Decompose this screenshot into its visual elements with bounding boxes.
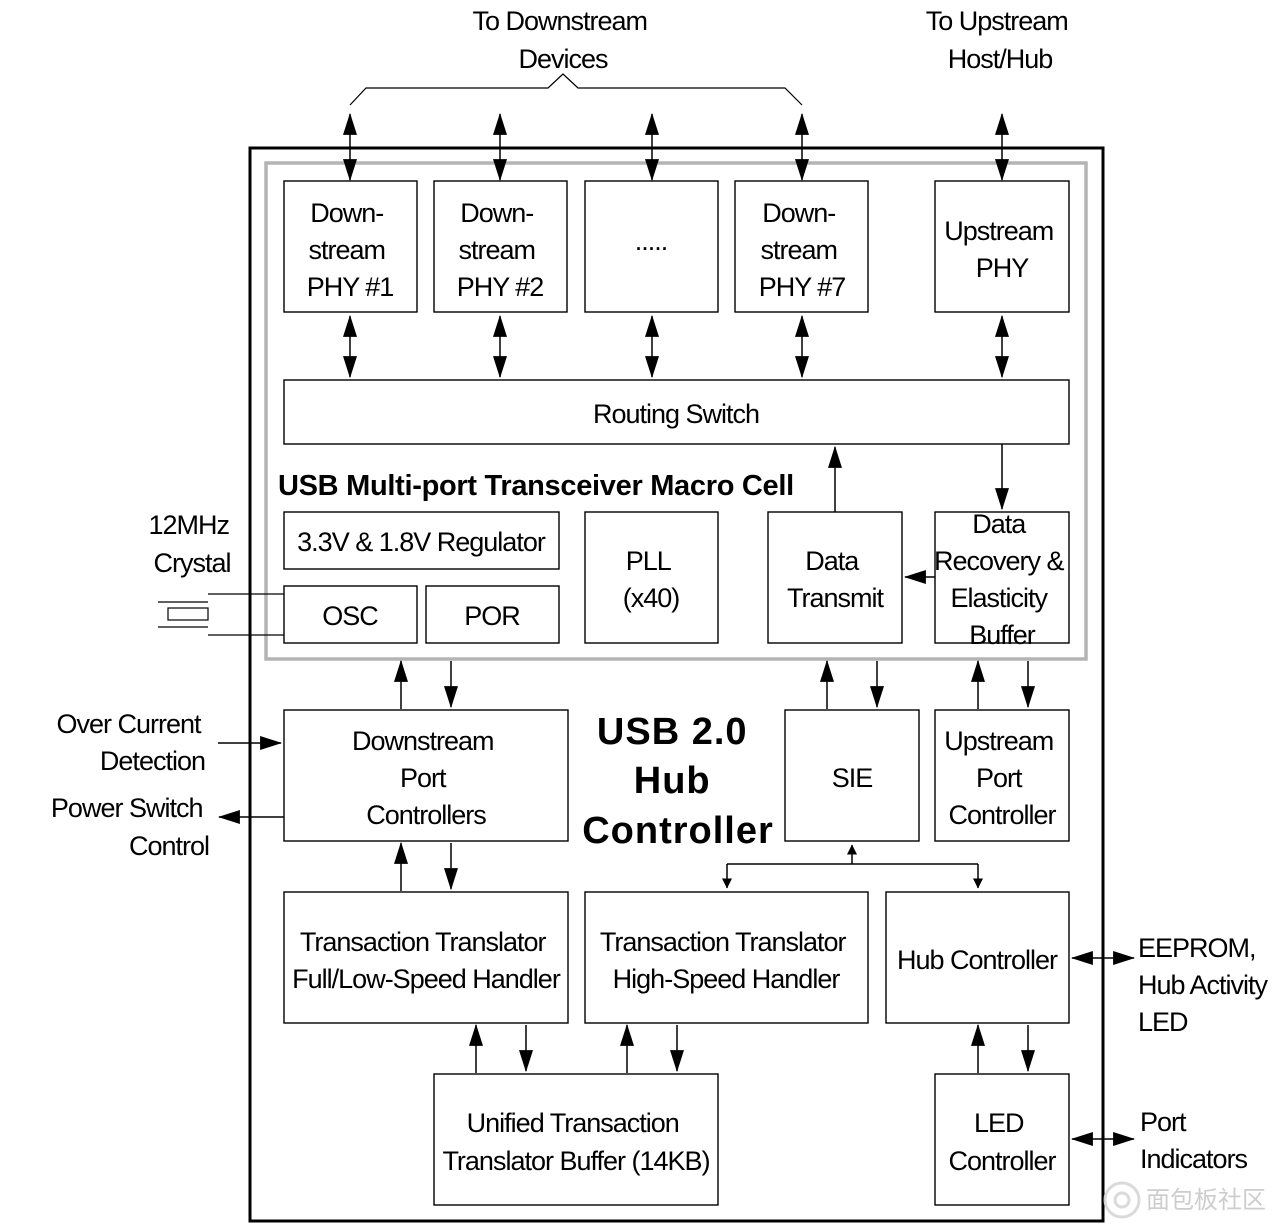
- svg-text:OSC: OSC: [322, 601, 378, 631]
- regulator-block: 3.3V & 1.8V Regulator: [283, 511, 560, 570]
- pll-block: PLL (x40): [584, 511, 719, 644]
- downstream-phy-7: Down- stream PHY #7: [734, 180, 869, 313]
- to-downstream-label: To Downstream Devices: [472, 6, 653, 74]
- watermark: 面包板社区: [1103, 1181, 1266, 1219]
- svg-text:SIE: SIE: [832, 763, 873, 793]
- downstream-port-controllers: Downstream Port Controllers: [283, 709, 569, 842]
- hub-chip-outline: [248, 146, 1105, 1223]
- upstream-phy: Upstream PHY: [934, 180, 1070, 313]
- macro-cell-outline: [264, 161, 1088, 661]
- svg-text:Upstream PHY: Upstream PHY: [944, 216, 1060, 283]
- eeprom-label: EEPROM, Hub Activity LED: [1138, 933, 1274, 1037]
- svg-text:Down- stream PHY #: Down- stream PHY #1: [307, 198, 394, 302]
- crystal-label: 12MHz Crystal: [148, 510, 235, 578]
- svg-text:Down- stream PHY #: Down- stream PHY #2: [457, 198, 544, 302]
- downstream-phy-ellipsis: .....: [584, 180, 719, 313]
- led-controller-block: LED Controller: [934, 1073, 1070, 1206]
- upstream-port-controller: Upstream Port Controller: [934, 709, 1070, 842]
- svg-text:Hub Controller: Hub Controller: [897, 945, 1058, 975]
- svg-text:Transaction Translator F: Transaction Translator Full/Low-Speed Ha…: [292, 927, 561, 994]
- hub-title: USB 2.0 Hub Controller: [582, 711, 774, 852]
- data-transmit-block: Data Transmit: [767, 511, 903, 644]
- svg-text:PLL (x40): PLL (x40): [623, 546, 680, 613]
- svg-text:Unified Transaction Tran: Unified Transaction Translator Buffer (1…: [442, 1108, 709, 1176]
- crystal-symbol: [158, 593, 284, 636]
- svg-text:.....: .....: [635, 226, 668, 256]
- svg-text:Transaction Translator H: Transaction Translator High-Speed Handle…: [600, 927, 852, 994]
- macro-cell-title: USB Multi-port Transceiver Macro Cell: [278, 470, 794, 502]
- svg-text:Downstream Port Co: Downstream Port Controllers: [352, 726, 500, 830]
- downstream-brace: [349, 73, 803, 106]
- tt-full-low-speed-handler: Transaction Translator Full/Low-Speed Ha…: [283, 891, 569, 1024]
- routing-switch: Routing Switch: [283, 379, 1070, 445]
- unified-tt-buffer: Unified Transaction Translator Buffer (1…: [433, 1073, 719, 1206]
- svg-text:面包板社区: 面包板社区: [1146, 1186, 1266, 1214]
- tt-high-speed-handler: Transaction Translator High-Speed Handle…: [584, 891, 869, 1024]
- svg-text:LED Controller: LED Controller: [948, 1108, 1056, 1176]
- svg-text:POR: POR: [464, 601, 520, 631]
- to-upstream-label: To Upstream Host/Hub: [926, 6, 1075, 74]
- downstream-phy-2: Down- stream PHY #2: [433, 180, 568, 313]
- svg-text:Routing Switch: Routing Switch: [593, 399, 759, 429]
- svg-text:Data Transmit: Data Transmit: [787, 546, 885, 613]
- power-switch-label: Power Switch Control: [51, 793, 209, 861]
- por-block: POR: [425, 585, 560, 644]
- svg-text:Upstream Port Cont: Upstream Port Controller: [944, 726, 1060, 830]
- hub-controller-block: Hub Controller: [885, 891, 1070, 1024]
- over-current-label: Over Current Detection: [56, 709, 207, 776]
- svg-text:Down- stream PHY #: Down- stream PHY #7: [759, 198, 846, 302]
- downstream-phy-1: Down- stream PHY #1: [283, 180, 418, 313]
- sie-block: SIE: [784, 709, 920, 842]
- svg-text:Data Recovery & El: Data Recovery & Elasticity Buffer: [934, 509, 1070, 650]
- svg-text:3.3V & 1.8V Regulator: 3.3V & 1.8V Regulator: [297, 527, 546, 557]
- data-recovery-block: Data Recovery & Elasticity Buffer: [934, 509, 1070, 650]
- osc-block: OSC: [283, 585, 418, 644]
- port-indicators-label: Port Indicators: [1140, 1107, 1248, 1174]
